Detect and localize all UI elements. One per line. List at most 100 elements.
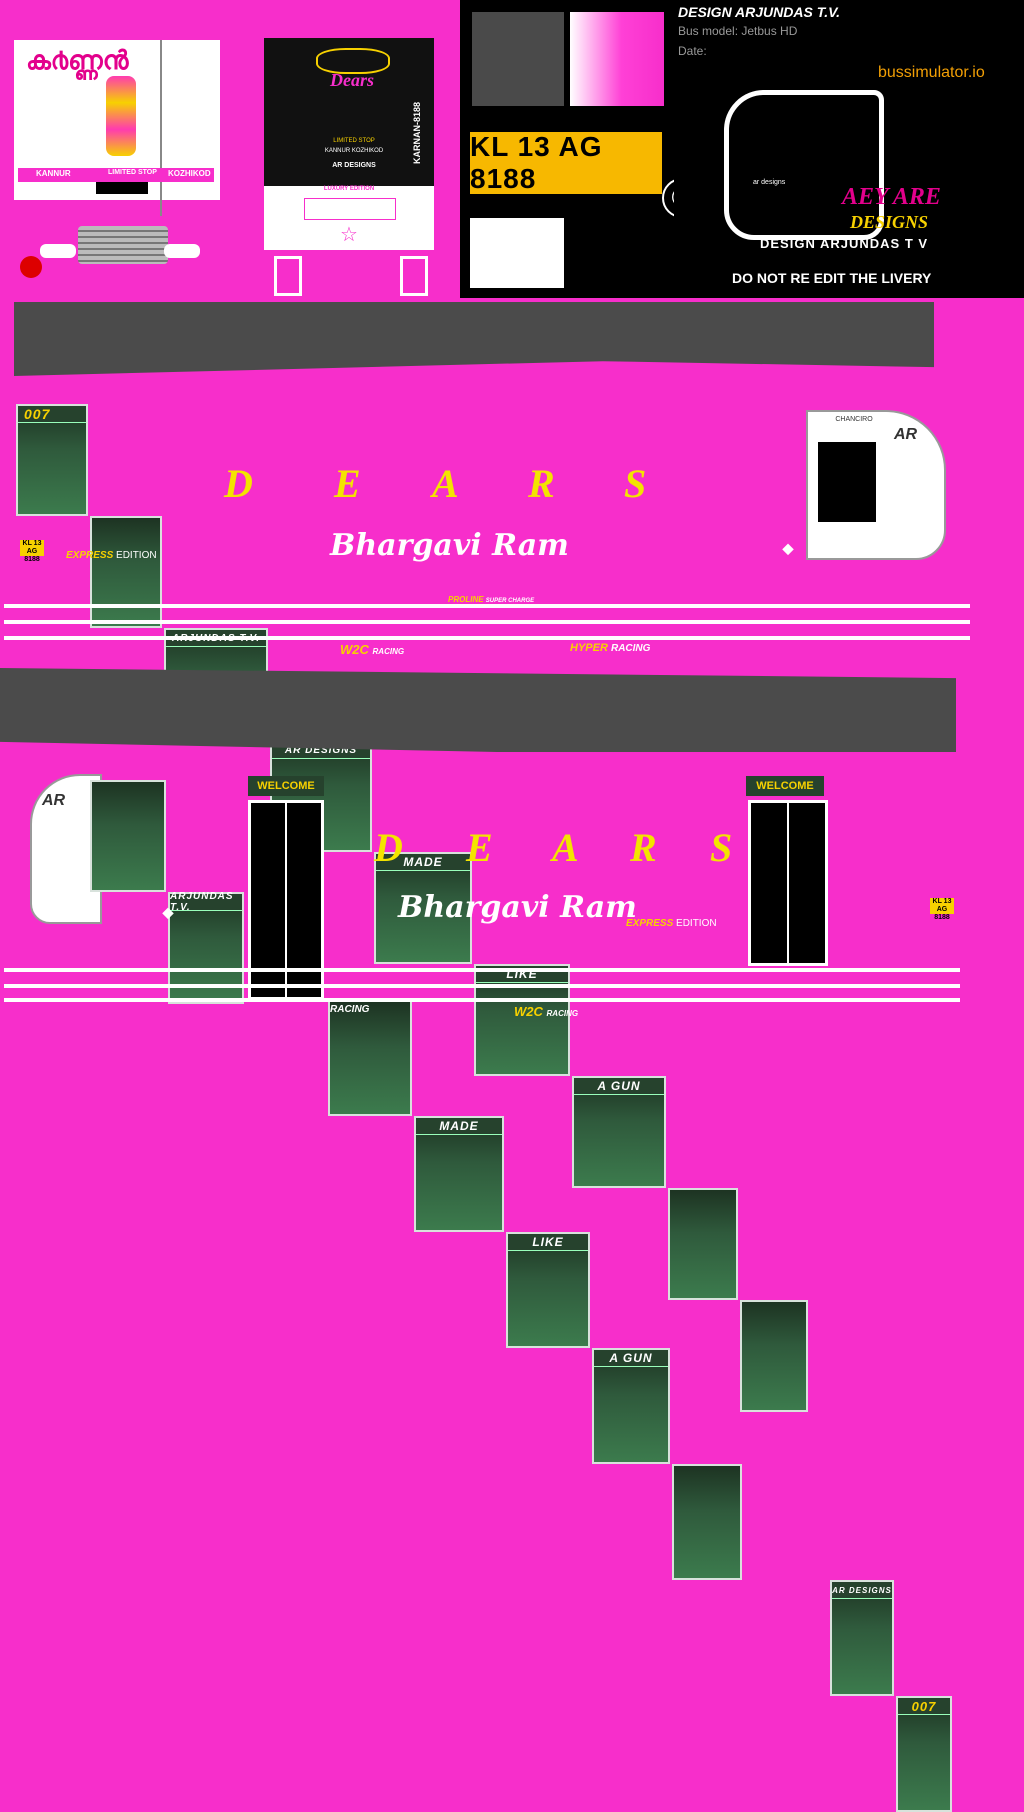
side2-name: Bhargavi Ram [398, 890, 637, 925]
side2-mini-plate: KL 13 AG 8188 [930, 898, 954, 921]
tail-light-right [400, 256, 428, 296]
credits-warning: DO NOT RE EDIT THE LIVERY [732, 270, 932, 286]
side2-window: AR DESIGNS [830, 1580, 894, 1696]
side2-window: 007 [896, 1696, 952, 1812]
rear-bumper: LUXURY EDITION ☆ [264, 186, 434, 250]
side2-window [90, 780, 166, 892]
flower-garland-icon [106, 76, 136, 156]
side1-window [740, 1300, 808, 1412]
superman-badge-icon [20, 256, 42, 278]
star-icon: ☆ [340, 224, 358, 246]
side1-wrc: W2C RACING [340, 642, 405, 657]
number-plate: KL 13 AG 8188 [470, 131, 662, 194]
side1-window: LIKE [474, 964, 570, 1076]
credits-designer: DESIGN ARJUNDAS T V [760, 236, 929, 251]
side2-welcome-1: WELCOME [248, 776, 324, 796]
side2-dears-emblem-icon: ◆ [162, 904, 174, 920]
back-route: KANNUR KOZHIKOD [324, 148, 384, 154]
white-swatch [470, 218, 564, 288]
side2-ar-badge: AR [42, 792, 66, 809]
side1-ar-badge: AR [894, 426, 918, 443]
side2-door-1 [248, 800, 324, 1000]
side1-stripe-3 [4, 636, 970, 640]
front-route-strip: KANNUR LIMITED STOP KOZHIKOD [18, 168, 214, 182]
back-edition: LUXURY EDITION [323, 186, 375, 192]
side2-welcome-2: WELCOME [746, 776, 824, 796]
side2-dears-letter: A [552, 825, 579, 870]
aey-are-logo: AEY ARE [842, 184, 941, 210]
side2-stripe-3 [4, 998, 960, 1002]
side1-stripe-1 [4, 604, 970, 608]
side1-cab-window [818, 442, 876, 522]
back-route-box [304, 198, 396, 220]
side1-window: A GUN [572, 1076, 666, 1188]
side2-roof-band [0, 668, 956, 752]
credits-site: bussimulator.io [878, 64, 985, 81]
front-livery-panel: ക൪ണ്ണൻ KANNUR LIMITED STOP KOZHIKOD [0, 0, 232, 298]
side1-window: MADE [374, 852, 472, 964]
route-right: KOZHIKOD [168, 169, 211, 178]
side2-window [672, 1464, 742, 1580]
tail-light-left [274, 256, 302, 296]
side1-dears-letter: S [624, 461, 647, 506]
plate-block: KL 13 AG 8188 © [460, 0, 702, 298]
credits-block: DESIGN ARJUNDAS T.V. Bus model: Jetbus H… [674, 0, 1024, 298]
gray-swatch [472, 12, 564, 106]
back-logo-text: Dears [330, 70, 374, 90]
designs-logo: DESIGNS [850, 212, 929, 232]
back-designs: AR DESIGNS [332, 162, 376, 169]
rear-window [264, 38, 434, 186]
wiper-bar [160, 40, 162, 216]
bus-outline-icon: ar designs [724, 90, 884, 240]
side2-dears-letter: D [374, 825, 403, 870]
side1-window: 007 [16, 404, 88, 516]
pink-gradient-swatch [570, 12, 664, 106]
side1-dears-letter: D [224, 461, 253, 506]
side2-stripe-1 [4, 968, 960, 972]
side1-stripe-2 [4, 620, 970, 624]
side1-dears-emblem-icon: ◆ [782, 540, 794, 556]
side1-proline: PROLINE SUPER CHARGE [448, 595, 535, 604]
side2-edition: EXPRESS EDITION [626, 918, 717, 929]
side2-racing: RACING [330, 1004, 370, 1015]
side2-dears-letter: E [466, 825, 493, 870]
door-divider [787, 803, 789, 963]
side1-name: Bhargavi Ram [330, 528, 569, 563]
front-malayalam-title: ക൪ണ്ണൻ [26, 46, 129, 76]
side2-dears-letter: R [630, 825, 657, 870]
bus-caption: ar designs [753, 179, 786, 186]
side2-dears-letter: S [710, 825, 733, 870]
side1-window [668, 1188, 738, 1300]
side1-dears-letter: E [334, 461, 361, 506]
side1-hyper: HYPER RACING [570, 642, 651, 654]
side2-door-2 [748, 800, 828, 966]
side1-edition: EXPRESS EDITION [66, 550, 157, 561]
back-side-text: KARNAN-8188 [412, 101, 422, 164]
front-destination-board [96, 182, 148, 194]
front-grille [78, 226, 168, 264]
side2-window: A GUN [592, 1348, 670, 1464]
side1-dears-letter: R [528, 461, 555, 506]
side2-window: MADE [414, 1116, 504, 1232]
side2-window [328, 1000, 412, 1116]
side1-dears-letter: A [432, 461, 459, 506]
credits-bus-model: Bus model: Jetbus HD [678, 24, 798, 38]
back-limited-stop: LIMITED STOP [333, 138, 375, 144]
dears-logo-icon [316, 48, 390, 74]
side2-wrc: W2C RACING [514, 1004, 579, 1019]
credits-title: DESIGN ARJUNDAS T.V. [678, 4, 841, 20]
side1-roof-band [14, 302, 934, 376]
side2-stripe-2 [4, 984, 960, 988]
headlight-right [164, 244, 200, 258]
side1-window-strip: 007 ARJUNDAS T.V. AR DESIGNS MADE LIKE A… [16, 404, 808, 1412]
route-left: KANNUR [36, 169, 71, 178]
door-divider [285, 803, 287, 997]
limited-stop-label: LIMITED STOP [108, 169, 157, 176]
headlight-left [40, 244, 76, 258]
side1-mini-plate: KL 13 AG 8188 [20, 540, 44, 563]
back-livery-panel: Dears LIMITED STOP KANNUR KOZHIKOD AR DE… [232, 0, 460, 298]
side1-cab-label: CHANCIRO [835, 416, 873, 423]
credits-date: Date: [678, 44, 707, 58]
side1-window [90, 516, 162, 628]
side2-window: LIKE [506, 1232, 590, 1348]
